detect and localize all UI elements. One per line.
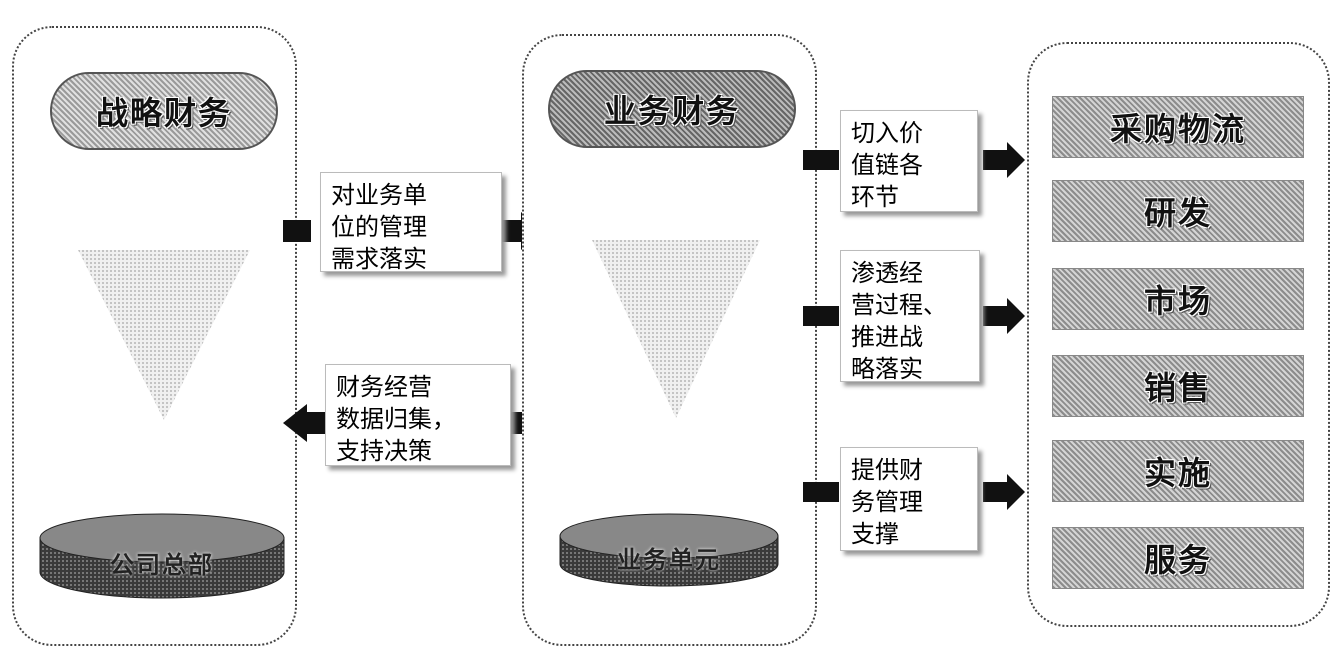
- operation-penetration-box: 渗透经 营过程、 推进战 略落实: [840, 250, 980, 383]
- strategic-finance-title: 战略财务: [50, 72, 278, 150]
- arrow-action-2: [803, 298, 1025, 334]
- management-demand-box: 对业务单 位的管理 需求落实: [320, 172, 502, 273]
- arrow-action-3: [803, 474, 1025, 510]
- value-chain-item-sales: 销售: [1052, 355, 1304, 417]
- value-chain-entry-box: 切入价 值链各 环节: [840, 110, 978, 212]
- financial-support-box: 提供财 务管理 支撑: [840, 447, 978, 551]
- value-chain-item-rnd: 研发: [1052, 180, 1304, 242]
- business-unit-label: 业务单元: [617, 546, 721, 574]
- headquarters-disc: [39, 513, 285, 599]
- mid-funnel-triangle: [592, 240, 760, 418]
- arrow-action-1: [803, 142, 1025, 178]
- headquarters-label: 公司总部: [110, 551, 214, 579]
- business-finance-title: 业务财务: [548, 70, 796, 148]
- data-collection-box: 财务经营 数据归集， 支持决策: [325, 364, 511, 466]
- value-chain-item-service: 服务: [1052, 527, 1304, 589]
- business-unit-disc: [559, 513, 779, 587]
- value-chain-item-implementation: 实施: [1052, 440, 1304, 502]
- value-chain-item-procurement: 采购物流: [1052, 96, 1304, 158]
- left-funnel-triangle: [78, 250, 250, 420]
- value-chain-item-marketing: 市场: [1052, 268, 1304, 330]
